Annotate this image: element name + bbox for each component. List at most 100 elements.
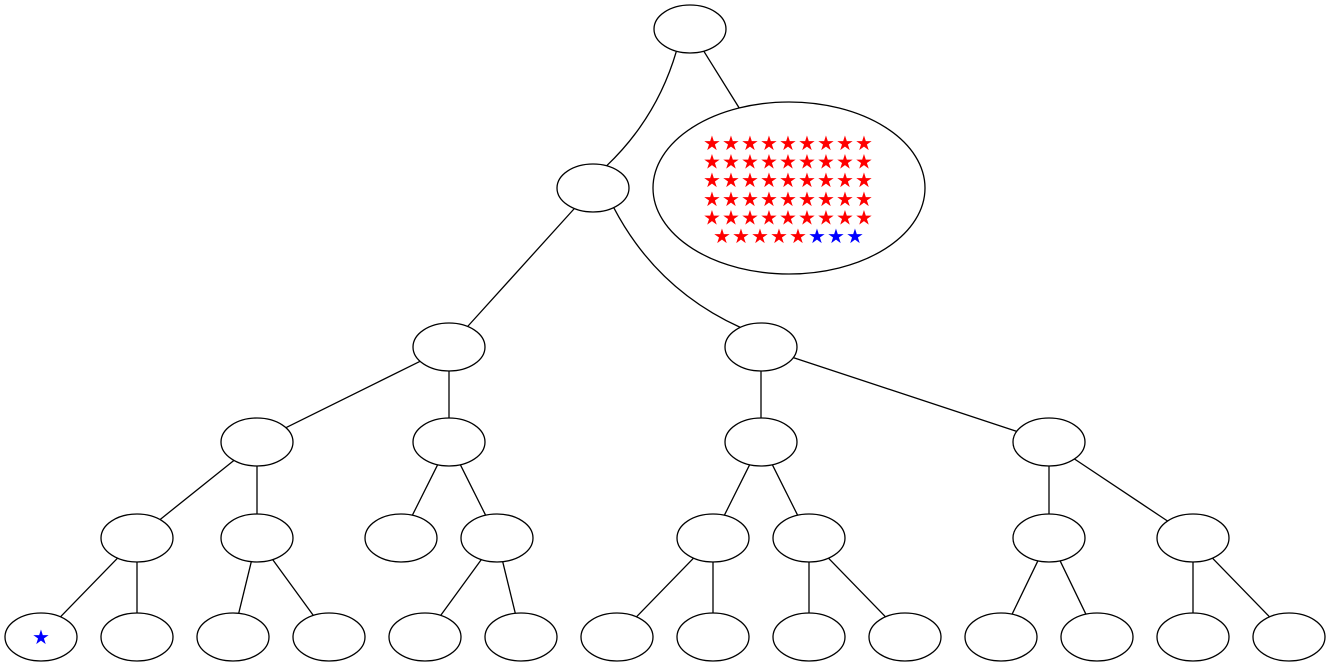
edge-n4g-l12	[1059, 560, 1087, 615]
edges-layer	[60, 50, 1270, 618]
tree-node-n4g	[1012, 513, 1086, 563]
star-icon-red: ★	[789, 224, 807, 248]
edge-n2a-n3a	[285, 360, 421, 429]
edge-n4a-l1	[60, 557, 118, 618]
tree-node-n3a	[220, 417, 294, 467]
star-icon-red: ★	[760, 131, 778, 155]
tree-node-l11	[964, 612, 1038, 662]
edge-root-n1	[606, 51, 678, 167]
star-icon-red: ★	[855, 205, 873, 229]
tree-node-l5	[388, 612, 462, 662]
node-ellipse	[412, 417, 486, 467]
tree-node-n2b	[724, 322, 798, 372]
star-icon-red: ★	[855, 168, 873, 192]
edge-n1-n2a	[467, 208, 575, 327]
star-icon-red: ★	[741, 205, 759, 229]
tree-node-n2a	[412, 322, 486, 372]
star-icon-red: ★	[836, 131, 854, 155]
tree-node-n4h	[1156, 513, 1230, 563]
tree-node-n3c	[724, 417, 798, 467]
node-ellipse	[724, 417, 798, 467]
tree-node-l14	[1252, 612, 1326, 662]
tree-node-n4c	[364, 513, 438, 563]
edge-n4b-l3	[238, 561, 252, 614]
node-ellipse	[676, 612, 750, 662]
star-icon-red: ★	[836, 187, 854, 211]
node-ellipse	[412, 322, 486, 372]
node-ellipse	[364, 513, 438, 563]
node-ellipse	[868, 612, 942, 662]
tree-node-n4d	[460, 513, 534, 563]
star-icon-red: ★	[722, 150, 740, 174]
node-ellipse	[1012, 513, 1086, 563]
tree-node-l10	[868, 612, 942, 662]
node-ellipse	[388, 612, 462, 662]
star-icon-red: ★	[760, 150, 778, 174]
node-ellipse	[772, 513, 846, 563]
node-ellipse	[292, 612, 366, 662]
star-icon-red: ★	[741, 168, 759, 192]
node-ellipse	[100, 612, 174, 662]
star-icon-red: ★	[779, 187, 797, 211]
star-icon-red: ★	[817, 131, 835, 155]
tree-node-l3	[196, 612, 270, 662]
tree-node-n1	[556, 163, 630, 213]
node-ellipse	[652, 101, 926, 275]
star-icon-red: ★	[779, 168, 797, 192]
edge-n4d-l5	[440, 559, 482, 616]
tree-node-root	[653, 4, 727, 54]
node-ellipse	[1060, 612, 1134, 662]
star-icon-red: ★	[741, 150, 759, 174]
star-icon-red: ★	[798, 187, 816, 211]
tree-node-n3b	[412, 417, 486, 467]
nodes-layer: ★★★★★★★★★★★★★★★★★★★★★★★★★★★★★★★★★★★★★★★★…	[4, 4, 1326, 662]
node-ellipse	[100, 513, 174, 563]
node-ellipse	[772, 612, 846, 662]
star-icon-red: ★	[817, 168, 835, 192]
star-icon-red: ★	[722, 205, 740, 229]
star-icon-red: ★	[836, 168, 854, 192]
tree-node-n3d	[1012, 417, 1086, 467]
tree-node-l13	[1156, 612, 1230, 662]
star-icon-red: ★	[817, 205, 835, 229]
node-ellipse	[1012, 417, 1086, 467]
tree-node-l12	[1060, 612, 1134, 662]
edge-n4e-l7	[636, 557, 694, 618]
star-icon-red: ★	[713, 224, 731, 248]
star-icon-red: ★	[798, 150, 816, 174]
edge-root-big	[703, 50, 740, 109]
star-icon-red: ★	[798, 205, 816, 229]
star-icon-red: ★	[760, 205, 778, 229]
node-ellipse	[196, 612, 270, 662]
star-icon-red: ★	[703, 150, 721, 174]
star-icon-red: ★	[760, 187, 778, 211]
tree-node-l7	[580, 612, 654, 662]
node-ellipse	[676, 513, 750, 563]
tree-node-l9	[772, 612, 846, 662]
star-icon-red: ★	[836, 205, 854, 229]
edge-n3a-n4a	[159, 459, 235, 521]
star-icon-blue: ★	[808, 224, 826, 248]
node-ellipse	[1156, 513, 1230, 563]
node-ellipse	[220, 513, 294, 563]
star-icon-red: ★	[722, 168, 740, 192]
star-icon-red: ★	[779, 131, 797, 155]
node-ellipse	[580, 612, 654, 662]
edge-n3d-n4h	[1074, 458, 1168, 522]
edge-n3c-n4f	[771, 464, 799, 516]
edge-n4f-l10	[828, 557, 886, 618]
star-icon-red: ★	[741, 131, 759, 155]
star-icon-red: ★	[855, 187, 873, 211]
tree-node-l6	[484, 612, 558, 662]
star-icon-red: ★	[770, 224, 788, 248]
tree-node-l8	[676, 612, 750, 662]
star-icon-red: ★	[798, 168, 816, 192]
star-icon-blue: ★	[827, 224, 845, 248]
star-icon-red: ★	[855, 131, 873, 155]
star-icon-red: ★	[722, 131, 740, 155]
tree-node-n4f	[772, 513, 846, 563]
star-icon-red: ★	[779, 205, 797, 229]
tree-node-n4e	[676, 513, 750, 563]
star-icon-red: ★	[855, 150, 873, 174]
node-ellipse	[964, 612, 1038, 662]
